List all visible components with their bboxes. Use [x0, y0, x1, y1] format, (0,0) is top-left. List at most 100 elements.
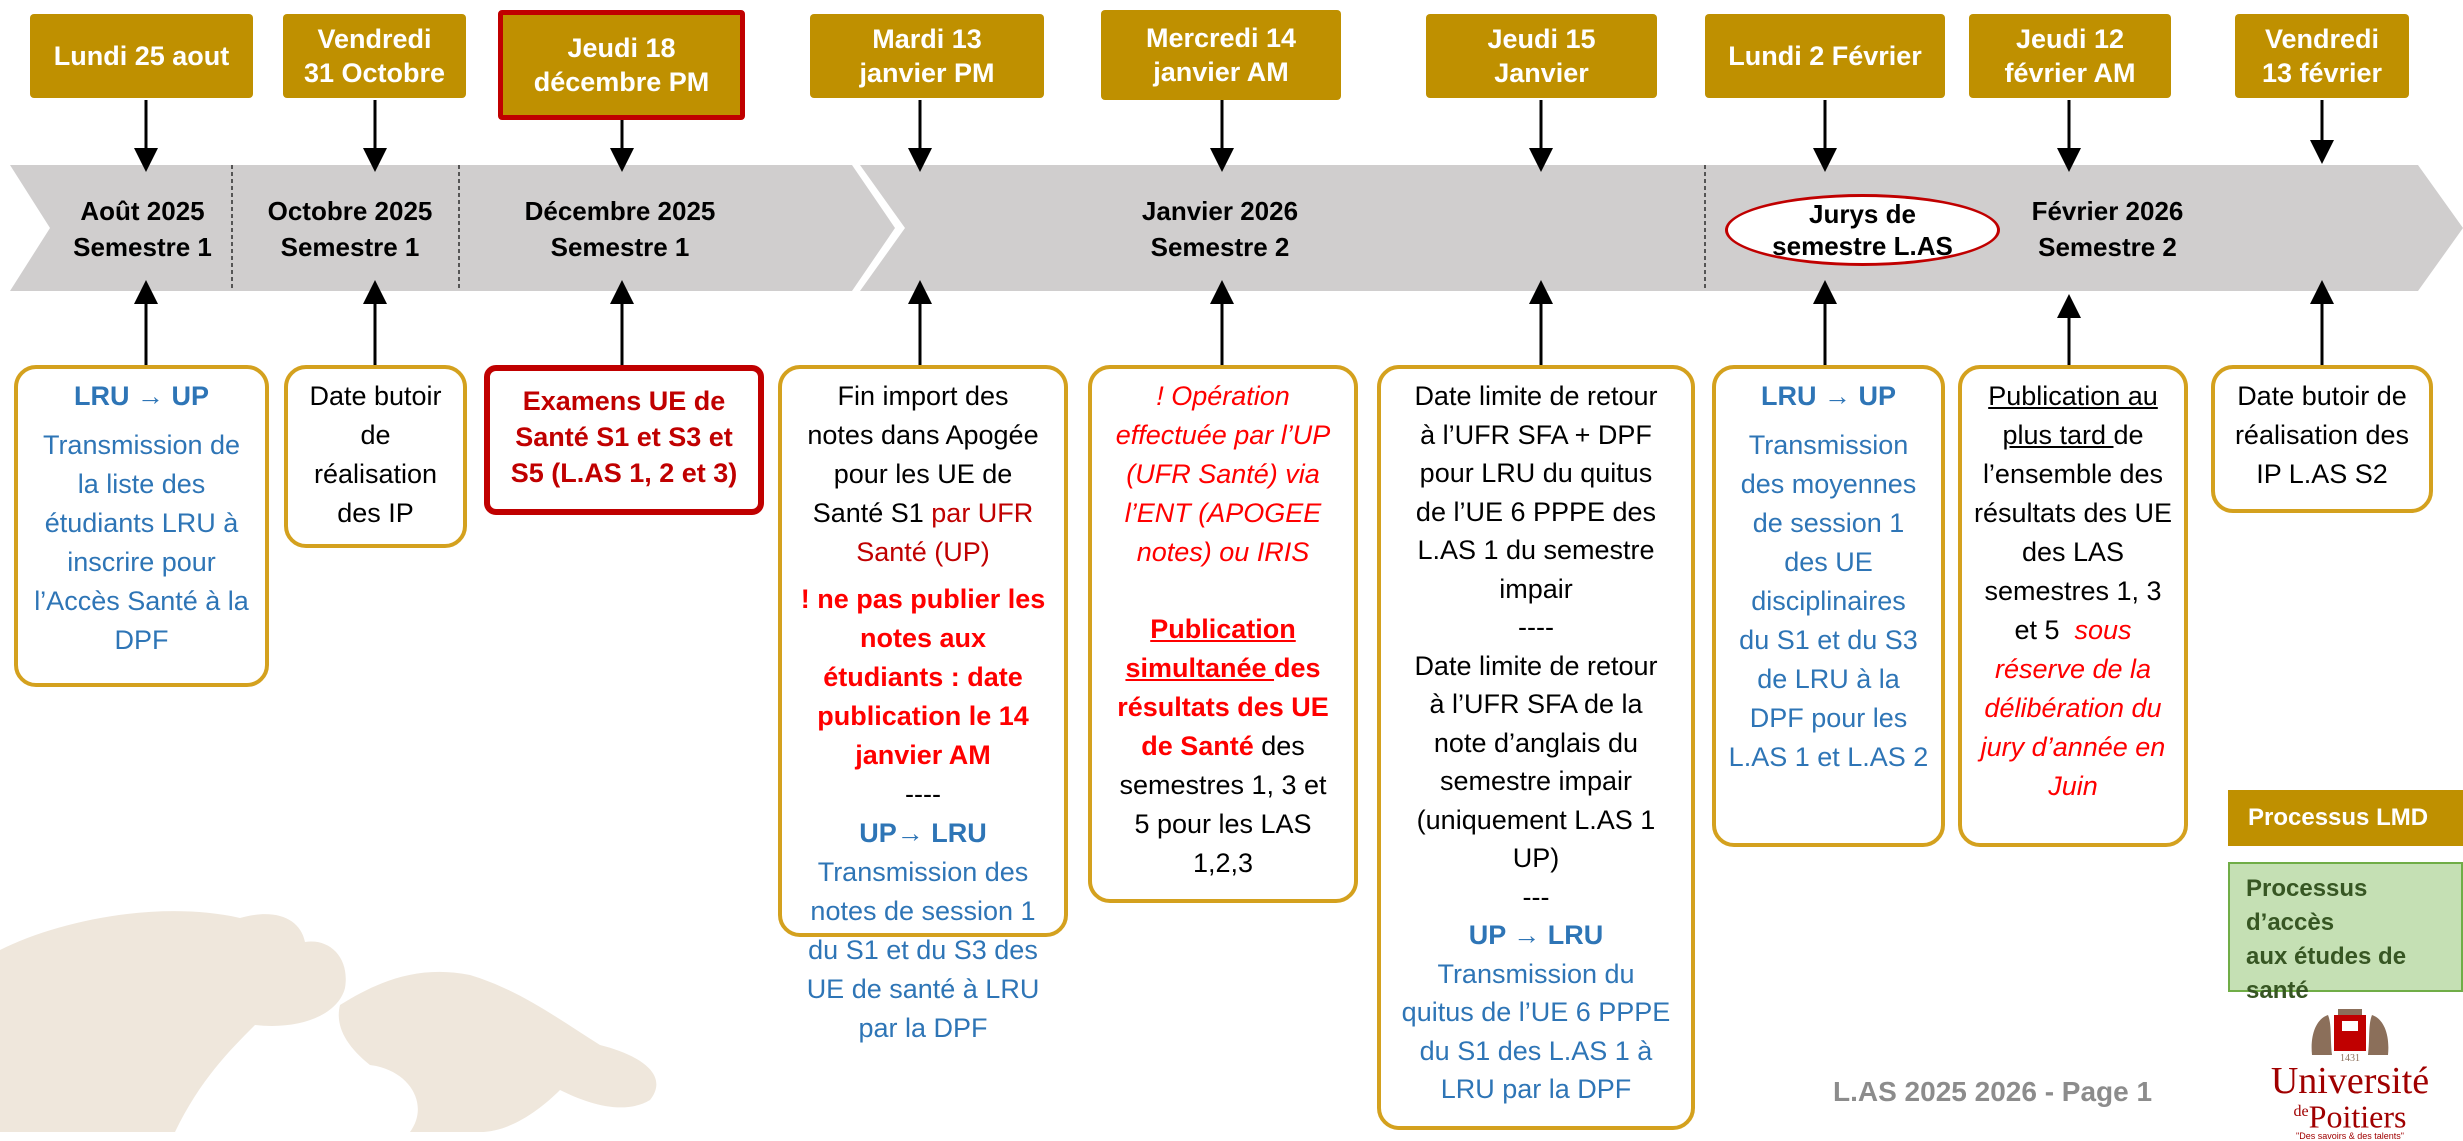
date-box-5-text: Mercredi 14 janvier AM: [1145, 23, 1297, 87]
card-7-line: de LRU à la: [1757, 664, 1900, 694]
date-box-6-text: Jeudi 15 Janvier: [1487, 24, 1596, 88]
card-1-line: l’Accès Santé à la: [34, 586, 249, 616]
card-5-italic: notes) ou IRIS: [1136, 537, 1310, 567]
card-3-line: S5 (L.AS 1, 2 et 3): [510, 458, 738, 488]
card-2-line: Date butoir: [309, 381, 442, 411]
legend-acces-line: santé: [2246, 977, 2309, 1004]
card-6-line: impair: [1499, 573, 1573, 604]
date-box-3-text: Jeudi 18 décembre PM: [533, 33, 710, 97]
card-7-head: LRU → UP: [1761, 381, 1896, 411]
card-6-line: Date limite de retour: [1414, 650, 1658, 681]
connector-arrows: [134, 100, 2334, 365]
card-8-line: Publication au: [1988, 381, 2158, 411]
segment-octobre-month: Octobre 2025: [267, 196, 433, 226]
card-5-italic: (UFR Santé) via: [1126, 459, 1320, 489]
card-6-transmission: du S1 des L.AS 1 à: [1419, 1035, 1653, 1066]
card-8-span: et 5: [2014, 615, 2075, 645]
card-8-line: semestres 1, 3: [1984, 576, 2162, 606]
card-1-line: DPF: [114, 625, 169, 655]
card-6-transmission: quitus de l’UE 6 PPPE: [1401, 997, 1671, 1027]
card-4-transmission: UE de santé à LRU: [806, 974, 1040, 1004]
card-examens-ue-sante: Examens UE de Santé S1 et S3 et S5 (L.AS…: [484, 365, 764, 515]
card-publication-resultats: Publication au plus tard de l’ensemble d…: [1958, 365, 2188, 847]
card-4-warning: janvier AM: [855, 740, 991, 770]
card-5-pub: Publication: [1150, 614, 1296, 644]
date-box-8: Jeudi 12 février AM: [1969, 14, 2171, 98]
card-3-line: Examens UE de: [522, 386, 726, 416]
card-8-line: l’ensemble des: [1982, 459, 2164, 489]
card-1-line: étudiants LRU à: [44, 508, 239, 538]
card-1-line: Transmission de: [42, 430, 241, 460]
card-4-transmission: notes de session 1: [810, 896, 1036, 926]
segment-decembre-month: Décembre 2025: [524, 196, 716, 226]
segment-aout-2025: Août 2025 Semestre 1: [60, 193, 225, 265]
card-6-line: UP): [1512, 843, 1560, 873]
card-8-span: sous: [2074, 615, 2132, 645]
card-6-line: L.AS 1 du semestre: [1417, 535, 1655, 565]
card-5-pub: 1,2,3: [1192, 848, 1254, 878]
jurys-line-1: Jurys de: [1809, 199, 1916, 229]
segment-janvier-2026: Janvier 2026 Semestre 2: [1080, 193, 1360, 265]
card-5-span: des: [1274, 653, 1321, 683]
card-operation-up: ! Opération effectuée par l’UP (UFR Sant…: [1088, 365, 1358, 903]
card-4-transmission: du S1 et du S3 des: [808, 935, 1038, 965]
card-9-line: IP L.AS S2: [2256, 459, 2388, 489]
card-4-line: Fin import des: [837, 381, 1009, 411]
segment-janvier-month: Janvier 2026: [1141, 196, 1299, 226]
date-box-4-text: Mardi 13 janvier PM: [859, 24, 995, 88]
logo-poitiers: dePoitiers: [2240, 1098, 2460, 1133]
logo-de: de: [2293, 1103, 2309, 1120]
card-5-span: de Santé: [1141, 731, 1254, 761]
card-4-line: pour les UE de: [833, 459, 1013, 489]
segment-janvier-semestre: Semestre 2: [1150, 232, 1290, 262]
card-8-line: plus tard de: [1972, 416, 2174, 455]
card-4-transmission: par la DPF: [858, 1013, 988, 1043]
card-transmission-moyennes: LRU → UP Transmission des moyennes de se…: [1712, 365, 1945, 847]
card-4-warning: étudiants : date: [823, 662, 1023, 692]
card-1-line: la liste des: [77, 469, 206, 499]
card-5-pub: 5 pour les LAS: [1134, 809, 1312, 839]
legend-acces-line: aux études de: [2246, 943, 2407, 970]
date-box-9-text: Vendredi 13 février: [2261, 24, 2383, 88]
legend-acces-line: Processus d’accès: [2246, 875, 2368, 936]
card-4-transmission: Transmission des: [817, 857, 1029, 887]
card-6-line: de l’UE 6 PPPE des: [1415, 496, 1657, 527]
card-2-line: de: [360, 420, 391, 450]
lion-watermark: [0, 911, 657, 1132]
card-7-line: de session 1: [1752, 508, 1905, 538]
segment-decembre-semestre: Semestre 1: [550, 232, 690, 262]
card-5-pub: de Santé des: [1102, 727, 1344, 766]
card-8-span: de: [2113, 420, 2144, 450]
card-6-separator: ---: [1522, 881, 1550, 912]
date-box-2: Vendredi 31 Octobre: [283, 14, 466, 98]
timeline-band: [10, 165, 2463, 291]
card-6-line: pour LRU du quitus: [1419, 458, 1653, 488]
card-8-span: plus tard: [2002, 420, 2114, 450]
card-date-butoir-ip: Date butoir de réalisation des IP: [284, 365, 467, 548]
card-8-line: résultats des UE: [1973, 498, 2173, 528]
card-4-line: notes dans Apogée: [807, 420, 1039, 450]
card-5-italic: effectuée par l’UP: [1115, 420, 1331, 450]
date-box-6: Jeudi 15 Janvier: [1426, 14, 1657, 98]
card-5-pub: résultats des UE: [1117, 692, 1329, 722]
card-date-butoir-ip-s2: Date butoir de réalisation des IP L.AS S…: [2211, 365, 2433, 513]
card-4-warning: notes aux: [859, 623, 987, 653]
crest-icon: [2311, 1009, 2389, 1055]
card-5-span: des: [1253, 731, 1305, 761]
card-6-line: à l’UFR SFA de la: [1429, 689, 1643, 719]
date-box-7: Lundi 2 Février: [1705, 14, 1945, 98]
card-7-line: des moyennes: [1740, 469, 1917, 499]
segment-fevrier-semestre: Semestre 2: [2038, 232, 2177, 262]
logo-poitiers-word: Poitiers: [2308, 1098, 2407, 1135]
card-6-line: note d’anglais du: [1433, 727, 1639, 758]
card-8-line: Juin: [2048, 771, 2098, 801]
logo-universite: Université: [2270, 1060, 2430, 1102]
date-box-9: Vendredi 13 février: [2235, 14, 2409, 98]
card-8-line: des LAS: [2021, 537, 2125, 567]
card-7-line: disciplinaires: [1751, 586, 1906, 616]
card-date-limite-retour: Date limite de retour à l’UFR SFA + DPF …: [1377, 365, 1695, 1130]
card-6-line: à l’UFR SFA + DPF: [1420, 419, 1652, 450]
segment-octobre-2025: Octobre 2025 Semestre 1: [240, 193, 460, 265]
card-4-line: Santé (UP): [856, 537, 990, 567]
card-4-separator: ----: [905, 779, 941, 809]
